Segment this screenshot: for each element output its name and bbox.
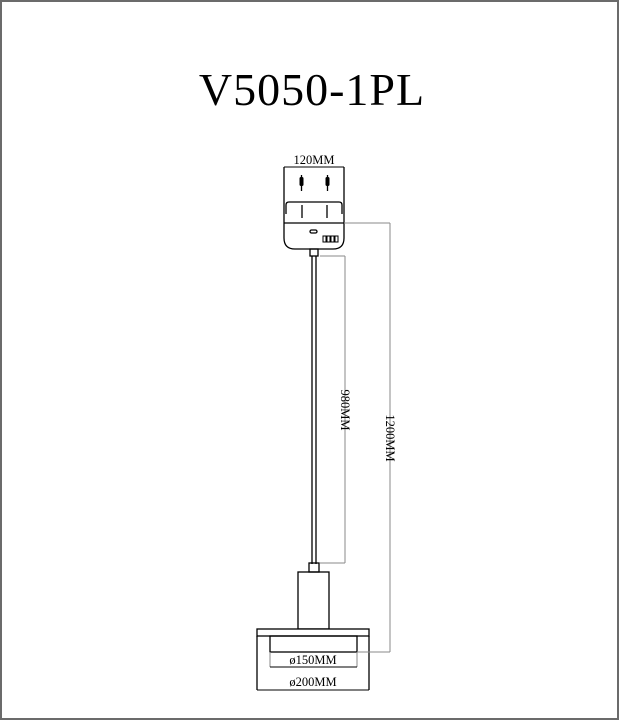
inner-diameter-dimension: ø150MM	[270, 653, 357, 668]
overall-height-label: 1200MM	[383, 414, 397, 461]
ceiling-canopy: 120MM	[283, 153, 345, 257]
shade-top-plate	[256, 628, 370, 637]
outer-diameter-label: ø200MM	[289, 675, 336, 689]
screw-icon	[299, 175, 304, 191]
mounting-bracket	[285, 201, 343, 214]
indicator-slot	[309, 229, 318, 234]
lamp-shade	[256, 628, 370, 690]
model-title: V5050-1PL	[199, 64, 425, 115]
cable-gland	[309, 248, 319, 257]
cable-length-label: 980MM	[338, 390, 352, 431]
holder-body	[297, 571, 330, 630]
terminal-block-icon	[322, 235, 339, 243]
holder-connector	[308, 562, 320, 573]
shade-diffuser	[269, 635, 358, 653]
screw-icon	[325, 175, 330, 191]
outer-diameter-dimension: ø200MM	[257, 675, 369, 691]
lamp-holder	[297, 562, 330, 630]
canopy-width-label: 120MM	[294, 153, 335, 167]
suspension-cable	[311, 256, 317, 564]
inner-diameter-label: ø150MM	[289, 653, 336, 667]
cable-length-dimension: 980MM	[320, 255, 352, 564]
overall-height-dimension: 1200MM	[344, 222, 397, 653]
